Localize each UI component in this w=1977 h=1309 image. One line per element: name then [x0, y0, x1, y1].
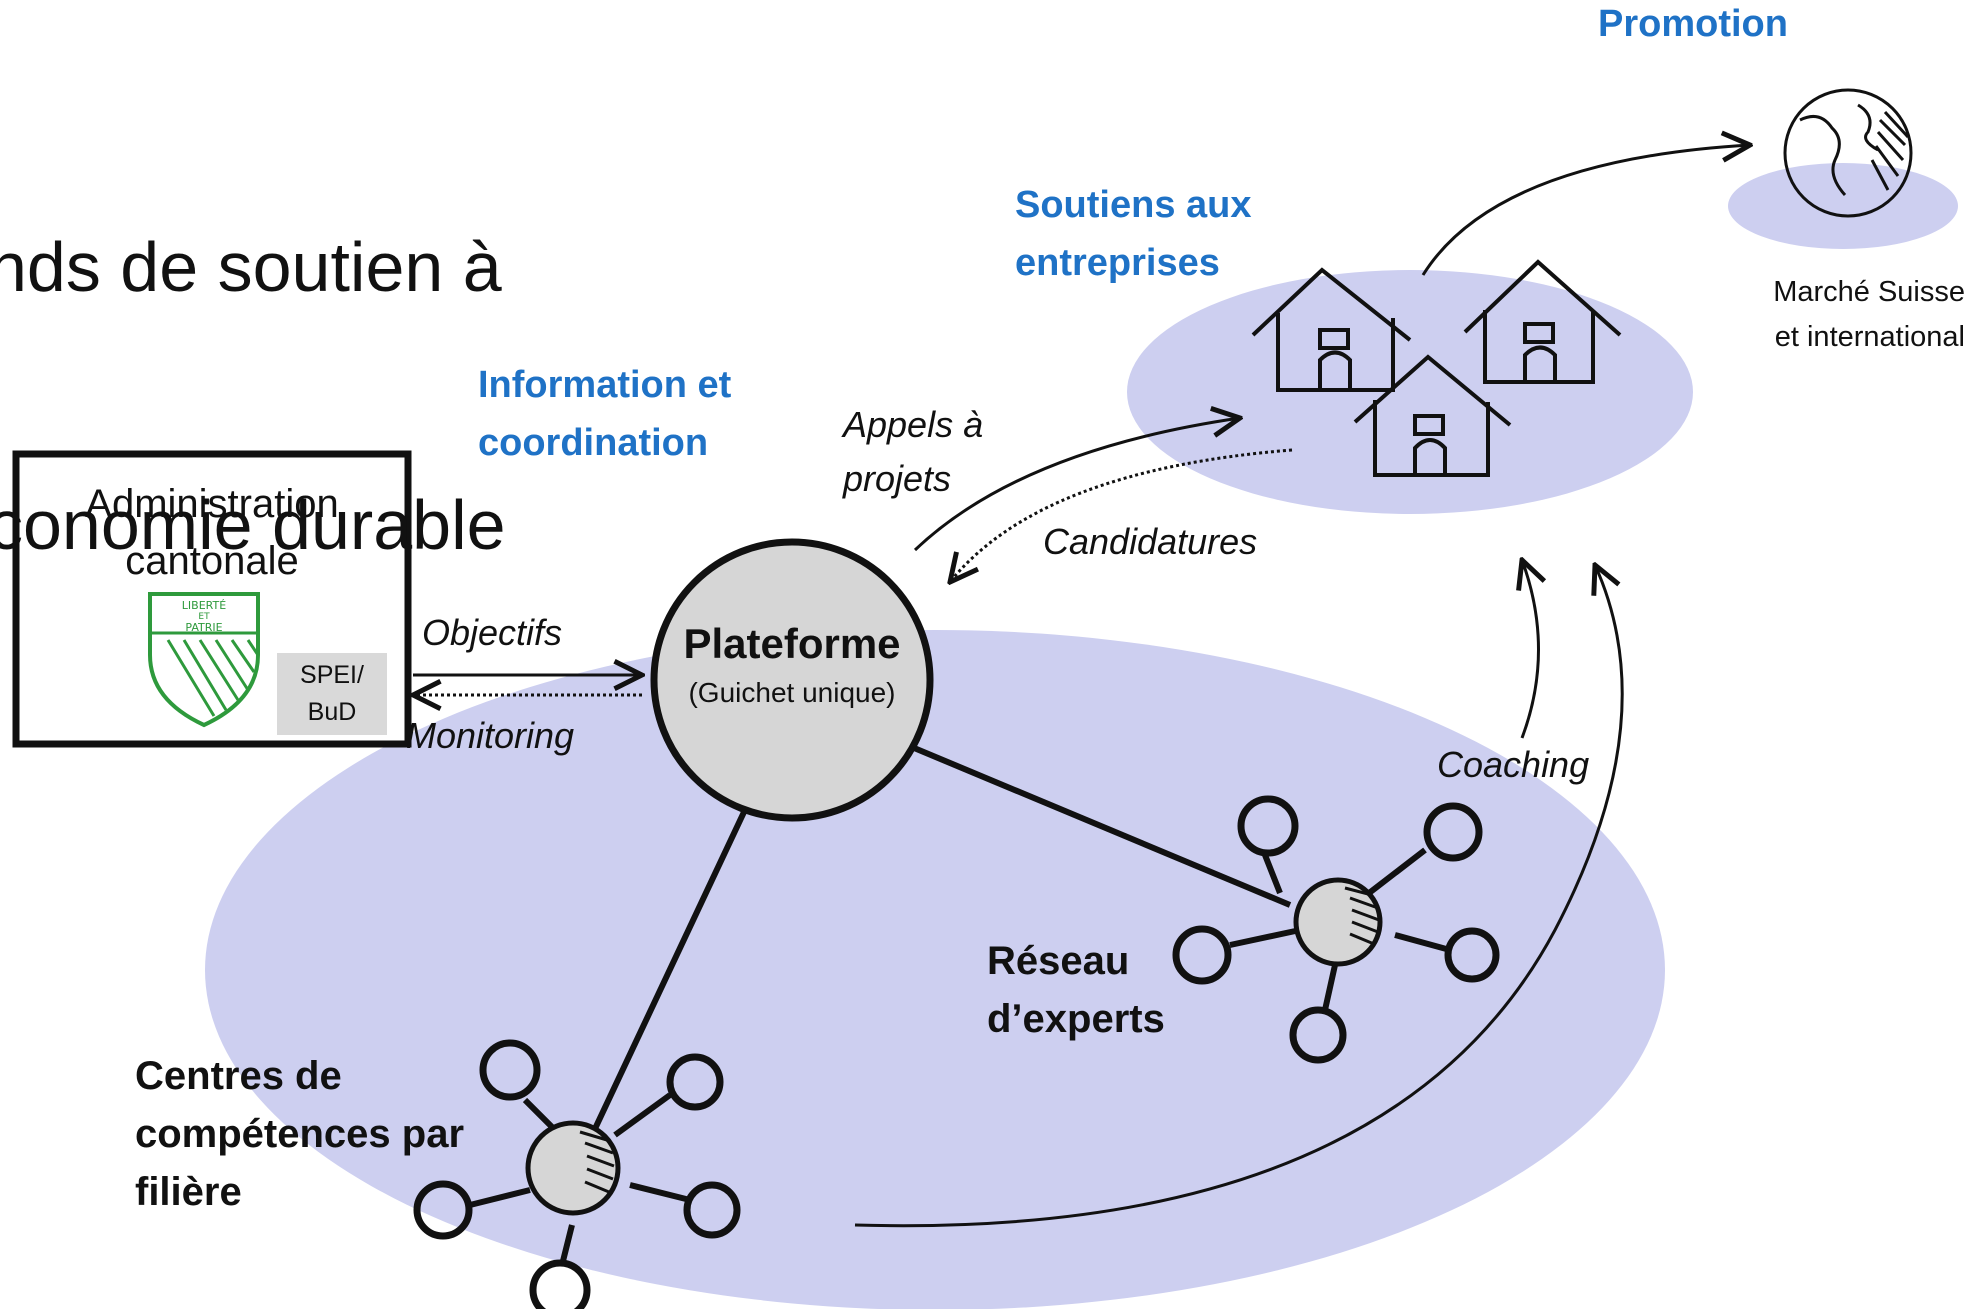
centres-line: Centres de — [135, 1054, 342, 1098]
heading-line: Information et — [478, 364, 732, 406]
centres-line: filière — [135, 1170, 242, 1214]
candidatures-label: Candidatures — [1043, 521, 1258, 562]
appels-line: Appels à — [843, 404, 984, 445]
crest-text: LIBERTÉ — [182, 599, 226, 612]
platform-node — [650, 538, 934, 822]
experts-hub — [1172, 795, 1500, 1064]
platform-label: Plateforme (Guichet unique) — [654, 615, 930, 713]
link-platform-experts — [893, 737, 1292, 908]
centres-label: Centres de compétences par filière — [135, 1047, 464, 1221]
promotion-heading: Promotion — [1598, 3, 1788, 45]
objectifs-label: Objectifs — [422, 612, 563, 653]
house-icon — [1463, 259, 1622, 384]
centres-hub — [413, 1039, 741, 1309]
house-icon — [1353, 354, 1512, 477]
candidatures-arrow — [950, 448, 1293, 582]
title-line: nds de soutien à — [0, 228, 502, 306]
market-label: Marché Suisse et international — [1700, 270, 1965, 360]
centres-line: compétences par — [135, 1112, 465, 1156]
heading-line: entreprises — [1015, 242, 1220, 284]
companies-ellipse — [1127, 270, 1693, 514]
appels-label: Appels à projets — [843, 398, 983, 506]
heading-line: Soutiens aux — [1015, 184, 1252, 226]
market-line: et international — [1774, 321, 1965, 353]
platform-title: Plateforme — [683, 620, 901, 667]
promotion-arrow — [1421, 145, 1750, 276]
house-icon — [1251, 267, 1412, 392]
experts-label: Réseau d’experts — [987, 932, 1165, 1048]
crest-shield — [148, 592, 260, 728]
info-coordination-heading: Information et coordination — [478, 356, 731, 472]
link-platform-centres — [582, 793, 755, 1152]
administration-line: Administration — [85, 482, 339, 526]
centres-return-arrow — [854, 565, 1624, 1228]
office-line: SPEI/ — [300, 661, 364, 689]
experts-line: Réseau — [987, 939, 1130, 983]
administration-line: cantonale — [125, 539, 299, 583]
coaching-label: Coaching — [1437, 744, 1590, 785]
heading-line: coordination — [478, 422, 709, 464]
crest-text: PATRIE — [185, 621, 222, 634]
globe-icon — [1783, 88, 1913, 218]
administration-label: Administration cantonale — [16, 476, 408, 590]
market-ellipse — [1728, 163, 1958, 249]
crest-text: ET — [198, 612, 210, 622]
appels-line: projets — [843, 458, 952, 499]
coaching-arrow — [1522, 560, 1539, 739]
page-title: nds de soutien à conomie durable — [0, 52, 506, 654]
monitoring-label: Monitoring — [406, 715, 575, 756]
appels-arrow — [913, 418, 1240, 552]
spei-bud-box — [277, 653, 387, 735]
experts-line: d’experts — [987, 997, 1165, 1041]
office-line: BuD — [307, 698, 357, 726]
soutiens-heading: Soutiens aux entreprises — [1015, 176, 1252, 292]
market-line: Marché Suisse — [1773, 276, 1965, 308]
title-line: conomie durable — [0, 486, 506, 564]
platform-subtitle: (Guichet unique) — [688, 677, 896, 708]
spei-bud-label: SPEI/ BuD — [277, 657, 387, 731]
